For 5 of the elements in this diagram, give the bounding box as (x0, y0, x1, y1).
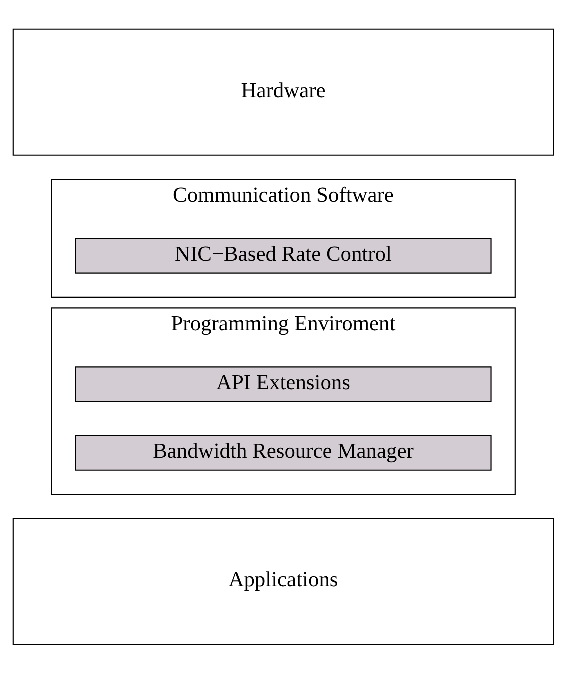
node-box: Applications (12, 518, 554, 645)
node-box: Hardware (12, 28, 554, 156)
node-box: NIC−Based Rate Control (75, 237, 492, 274)
node-box: API Extensions (75, 366, 492, 402)
node-box: Bandwidth Resource Manager (75, 434, 492, 470)
